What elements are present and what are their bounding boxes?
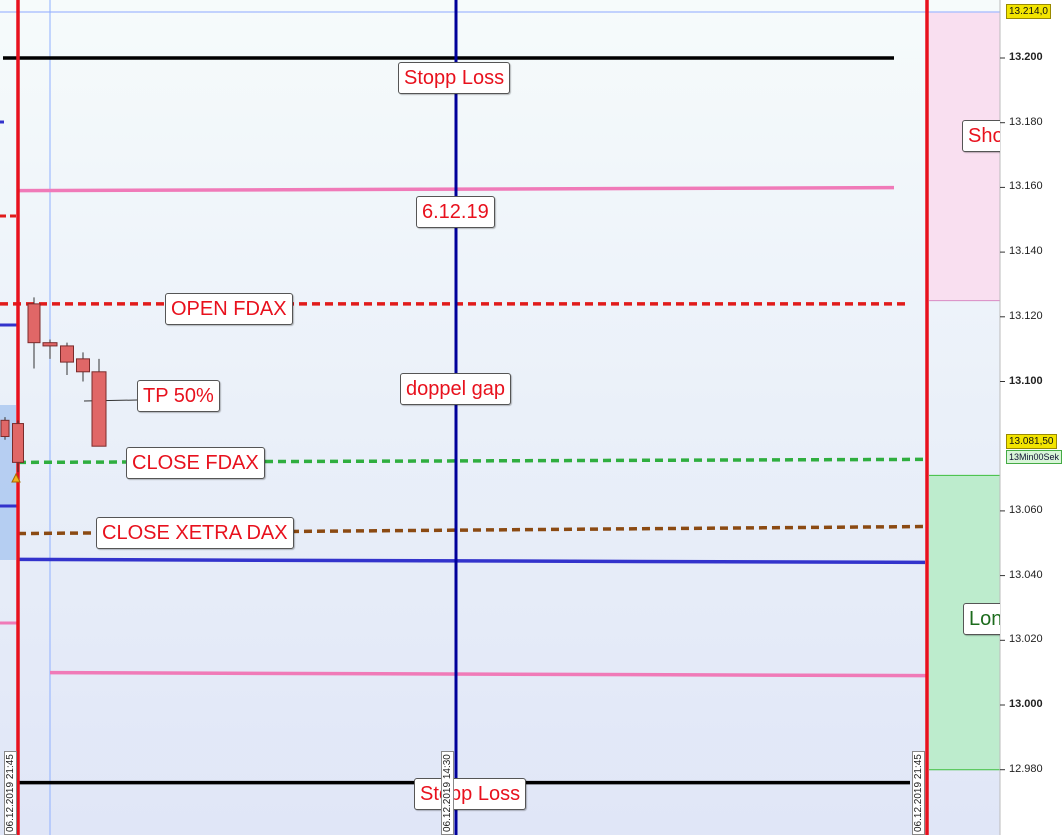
close-xetra-dax-label[interactable]: CLOSE XETRA DAX bbox=[96, 517, 294, 549]
y-tick-label: 13.040 bbox=[1009, 568, 1043, 581]
candle-body bbox=[91, 371, 107, 447]
date-label[interactable]: 6.12.19 bbox=[416, 196, 495, 228]
timeframe-tag: 13Min00Sek bbox=[1006, 450, 1063, 464]
tp-50-label[interactable]: TP 50% bbox=[137, 380, 220, 412]
candle-body bbox=[42, 342, 58, 347]
alert-marker bbox=[11, 472, 21, 483]
candle-body bbox=[12, 423, 24, 463]
y-tick-label: 13.020 bbox=[1009, 633, 1043, 646]
date-stamp-center: 06.12.2019 14:30 bbox=[441, 751, 454, 835]
stopp-loss-top-label[interactable]: Stopp Loss bbox=[398, 62, 511, 94]
short-zone bbox=[929, 12, 1000, 301]
plot-background bbox=[0, 0, 1000, 835]
stopp-loss-bottom-label[interactable]: Stopp Loss bbox=[414, 778, 527, 810]
close-fdax-label[interactable]: CLOSE FDAX bbox=[126, 447, 265, 479]
pink-lower-line bbox=[49, 670, 929, 678]
short-zone-label[interactable]: Sho bbox=[962, 120, 1000, 152]
date-stamp-left: 06.12.2019 21:45 bbox=[4, 751, 17, 835]
y-tick-label: 13.000 bbox=[1009, 698, 1043, 710]
candle-body bbox=[27, 303, 41, 344]
zone-label-clip: Sho Lon bbox=[929, 0, 1000, 835]
y-tick-label: 13.120 bbox=[1009, 309, 1043, 322]
y-axis-background bbox=[1000, 0, 1064, 835]
y-tick-label: 13.100 bbox=[1009, 374, 1043, 387]
candle-body bbox=[0, 419, 10, 437]
y-tick-label: 13.160 bbox=[1009, 180, 1043, 193]
candle-body bbox=[60, 345, 74, 363]
y-tick-label: 13.060 bbox=[1009, 503, 1043, 516]
y-tick-label: 13.180 bbox=[1009, 115, 1043, 128]
open-fdax-label[interactable]: OPEN FDAX bbox=[165, 293, 293, 325]
current-price-label: 13.081,50 bbox=[1006, 434, 1057, 449]
y-tick-label: 12.980 bbox=[1009, 762, 1043, 775]
close-fdax-line bbox=[17, 457, 926, 465]
blue-support-line bbox=[17, 557, 926, 565]
candle-body bbox=[76, 358, 90, 373]
date-stamp-right: 06.12.2019 21:45 bbox=[912, 751, 925, 835]
y-tick-label: 13.200 bbox=[1009, 51, 1043, 63]
y-tick-label: 13.140 bbox=[1009, 245, 1043, 258]
doppel-gap-label[interactable]: doppel gap bbox=[400, 373, 511, 405]
top-price-label: 13.214,0 bbox=[1006, 4, 1051, 19]
long-zone-label[interactable]: Lon bbox=[963, 603, 1000, 635]
close-xetra-dax-line bbox=[17, 524, 926, 536]
